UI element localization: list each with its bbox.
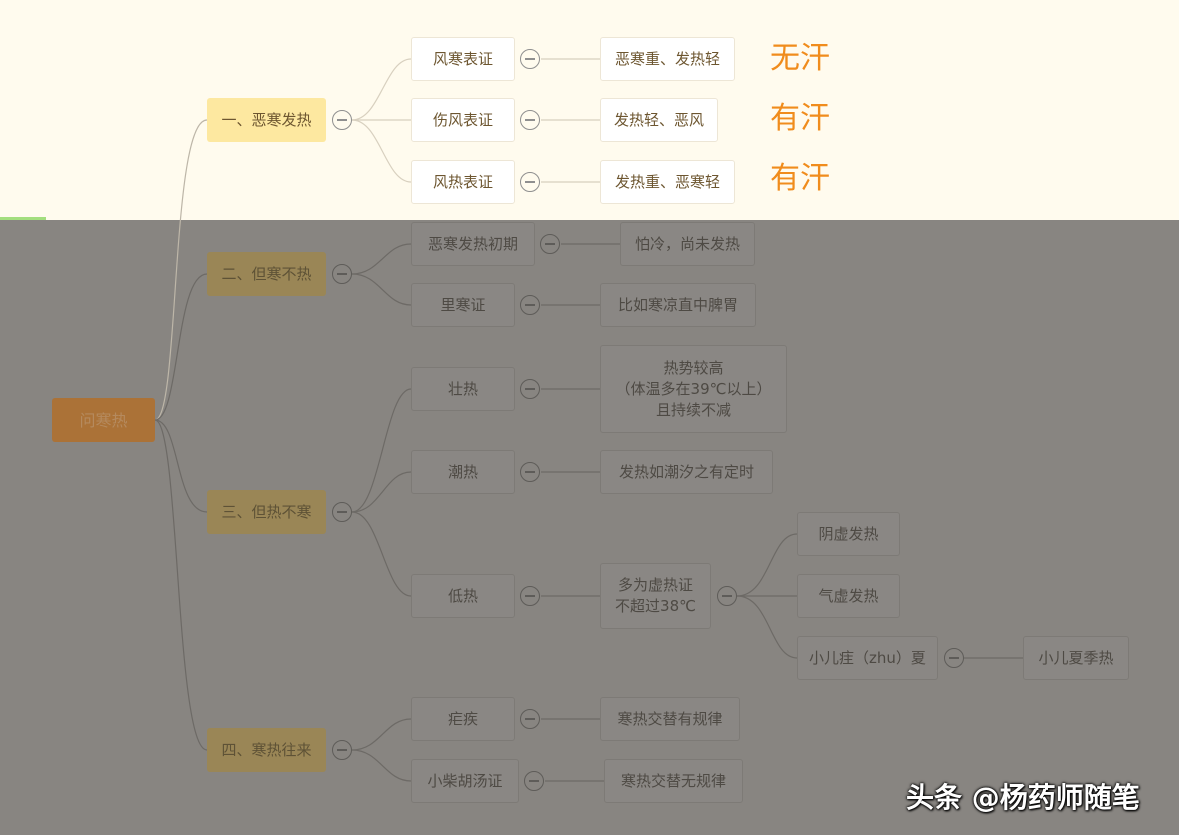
detail-node-b3-2[interactable]: 发热如潮汐之有定时 [600, 450, 773, 494]
highlight-band [0, 0, 1179, 220]
collapse-toggle-icon[interactable] [540, 234, 560, 254]
detail-line: 热势较高 [663, 358, 724, 377]
link-b1-c3 [351, 119, 412, 183]
child-node-b3-1[interactable]: 壮热 [411, 367, 515, 411]
collapse-toggle-icon[interactable] [520, 462, 540, 482]
link-root-branch-3 [154, 419, 208, 513]
branch-node-4[interactable]: 四、寒热往来 [207, 728, 326, 772]
branch-node-3[interactable]: 三、但热不寒 [207, 490, 326, 534]
link-b2-c1 [351, 243, 412, 275]
sub-node-b3-2[interactable]: 气虚发热 [797, 574, 900, 618]
sub-node-b3-3[interactable]: 小儿疰（zhu）夏 [797, 636, 938, 680]
detail-line: （体温多在39℃以上） [615, 379, 772, 398]
detail-node-b2-1[interactable]: 怕冷，尚未发热 [620, 222, 755, 266]
child-node-b1-1[interactable]: 风寒表证 [411, 37, 515, 81]
selection-marker [0, 217, 46, 220]
child-node-b3-2[interactable]: 潮热 [411, 450, 515, 494]
sub-detail-node-b3-3[interactable]: 小儿夏季热 [1023, 636, 1129, 680]
link-root-branch-2 [154, 273, 208, 421]
link-b3-s1 [736, 533, 798, 597]
note-sweat-3: 有汗 [770, 161, 830, 196]
branch-node-2[interactable]: 二、但寒不热 [207, 252, 326, 296]
collapse-toggle-icon[interactable] [520, 49, 540, 69]
collapse-toggle-icon[interactable] [520, 110, 540, 130]
link-b2-c2 [351, 273, 412, 306]
link-b3-c3 [351, 511, 412, 597]
note-sweat-2: 有汗 [770, 101, 830, 136]
collapse-toggle-icon[interactable] [332, 502, 352, 522]
child-node-b4-2[interactable]: 小柴胡汤证 [411, 759, 519, 803]
detail-node-b2-2[interactable]: 比如寒凉直中脾胃 [600, 283, 756, 327]
link-b4-c2 [351, 749, 412, 782]
collapse-toggle-icon[interactable] [520, 172, 540, 192]
link-root-branch-1 [154, 119, 208, 421]
note-sweat-1: 无汗 [770, 41, 830, 76]
collapse-toggle-icon[interactable] [717, 586, 737, 606]
collapse-toggle-icon[interactable] [520, 709, 540, 729]
child-node-b1-3[interactable]: 风热表证 [411, 160, 515, 204]
collapse-toggle-icon[interactable] [524, 771, 544, 791]
link-b3-s3 [736, 595, 798, 659]
collapse-toggle-icon[interactable] [520, 586, 540, 606]
collapse-toggle-icon[interactable] [520, 295, 540, 315]
link-root-branch-4 [154, 419, 208, 751]
detail-node-b3-1[interactable]: 热势较高 （体温多在39℃以上） 且持续不减 [600, 345, 787, 433]
link-b4-c1 [351, 718, 412, 751]
branch-node-1[interactable]: 一、恶寒发热 [207, 98, 326, 142]
link-b1-c1 [351, 58, 412, 121]
detail-node-b1-3[interactable]: 发热重、恶寒轻 [600, 160, 735, 204]
collapse-toggle-icon[interactable] [332, 740, 352, 760]
detail-node-b4-2[interactable]: 寒热交替无规律 [604, 759, 743, 803]
watermark: 头条 @杨药师随笔 [906, 781, 1140, 814]
child-node-b3-3[interactable]: 低热 [411, 574, 515, 618]
collapse-toggle-icon[interactable] [944, 648, 964, 668]
collapse-toggle-icon[interactable] [520, 379, 540, 399]
link-b3-c1 [351, 388, 412, 513]
detail-node-b1-2[interactable]: 发热轻、恶风 [600, 98, 718, 142]
child-node-b2-2[interactable]: 里寒证 [411, 283, 515, 327]
detail-node-b1-1[interactable]: 恶寒重、发热轻 [600, 37, 735, 81]
detail-line: 多为虚热证 [617, 576, 693, 594]
detail-node-b4-1[interactable]: 寒热交替有规律 [600, 697, 740, 741]
root-node[interactable]: 问寒热 [52, 398, 155, 442]
collapse-toggle-icon[interactable] [332, 264, 352, 284]
child-node-b4-1[interactable]: 疟疾 [411, 697, 515, 741]
child-node-b2-1[interactable]: 恶寒发热初期 [411, 222, 535, 266]
dimmed-overlay [0, 220, 1179, 835]
detail-line: 不超过38℃ [615, 597, 696, 615]
detail-node-b3-3[interactable]: 多为虚热证 不超过38℃ [600, 563, 711, 629]
detail-line: 且持续不减 [655, 400, 731, 419]
link-b3-c2 [351, 471, 412, 513]
sub-node-b3-1[interactable]: 阴虚发热 [797, 512, 900, 556]
collapse-toggle-icon[interactable] [332, 110, 352, 130]
child-node-b1-2[interactable]: 伤风表证 [411, 98, 515, 142]
